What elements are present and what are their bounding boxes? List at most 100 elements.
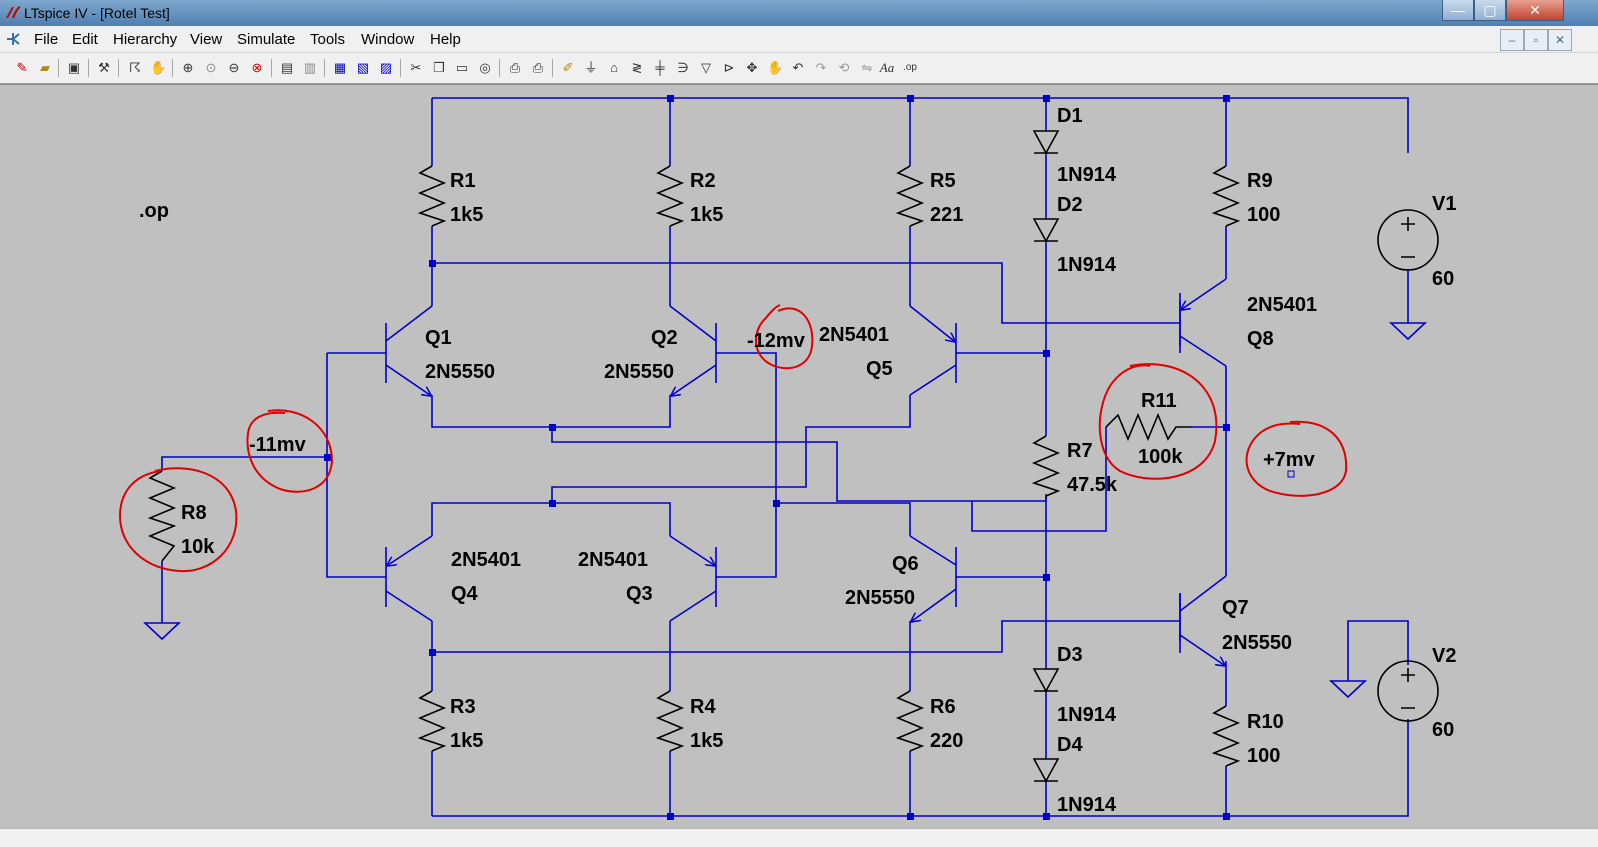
diode-symbols xyxy=(1032,130,1060,783)
r9-value: 100 xyxy=(1247,204,1280,226)
op-directive[interactable]: .op xyxy=(139,200,169,222)
halt-icon[interactable]: ✋ xyxy=(150,60,167,75)
rotate-icon[interactable]: ⟲ xyxy=(838,60,850,75)
r1-ref: R1 xyxy=(450,170,476,192)
drag-icon[interactable]: ✋ xyxy=(767,60,784,75)
minimize-icon: — xyxy=(1451,2,1465,18)
resistor-symbols xyxy=(147,165,1241,767)
schematic-doc-icon[interactable] xyxy=(4,30,22,48)
d2-value: 1N914 xyxy=(1057,254,1117,276)
annotation-circles xyxy=(118,304,1348,573)
q5-value: 2N5401 xyxy=(819,324,889,346)
schematic-canvas[interactable]: .op R1 1k5 R2 1k5 R5 221 R9 100 R3 1k5 R… xyxy=(0,84,1598,829)
junction-dots xyxy=(324,95,1230,820)
mdi-minimize-button[interactable]: – xyxy=(1500,29,1524,51)
print-setup-icon[interactable]: ⎙ xyxy=(509,60,521,75)
zoom-out-icon[interactable]: ⊖ xyxy=(228,60,240,75)
menu-hierarchy[interactable]: Hierarchy xyxy=(113,31,178,48)
r6-ref: R6 xyxy=(930,696,956,718)
menu-view[interactable]: View xyxy=(190,31,223,48)
q8-value: 2N5401 xyxy=(1247,294,1317,316)
close-icon: ✕ xyxy=(1529,1,1541,18)
menu-edit[interactable]: Edit xyxy=(72,31,98,48)
new-schematic-icon[interactable]: ✎ xyxy=(16,60,28,75)
draw-wire-icon[interactable]: ✐ xyxy=(562,60,574,75)
r9-ref: R9 xyxy=(1247,170,1273,192)
transistor-symbols xyxy=(386,278,1226,665)
paste-icon[interactable]: ▭ xyxy=(455,60,469,75)
q2-ref: Q2 xyxy=(651,327,678,349)
r4-ref: R4 xyxy=(690,696,716,718)
cursor-marker xyxy=(1287,470,1295,478)
title-bar: LTspice IV - [Rotel Test] — ▢ ✕ xyxy=(0,0,1598,26)
r1-value: 1k5 xyxy=(450,204,483,226)
v1-value: 60 xyxy=(1432,268,1454,290)
zoom-pan-icon[interactable]: ⊙ xyxy=(205,60,217,75)
diode-tool-icon[interactable]: ▽ xyxy=(701,60,711,75)
minimize-button[interactable]: — xyxy=(1442,0,1474,21)
d3-value: 1N914 xyxy=(1057,704,1117,726)
menu-bar: File Edit Hierarchy View Simulate Tools … xyxy=(0,26,1598,53)
toolbar: ✎ ▰ ▣ ⚒ ☈ ✋ ⊕ ⊙ ⊖ ⊗ ▤ ▥ ▦ ▧ ▨ ✂ ❐ ▭ ◎ ⎙ … xyxy=(0,53,1598,84)
mirror-icon[interactable]: ⇋ xyxy=(861,60,873,75)
close-button[interactable]: ✕ xyxy=(1506,0,1564,21)
cut-icon[interactable]: ✂ xyxy=(410,60,422,75)
zoom-fit-icon[interactable]: ⊗ xyxy=(251,60,263,75)
close-all-icon[interactable]: ▨ xyxy=(379,60,393,75)
r7-value: 47.5k xyxy=(1067,474,1118,496)
r10-value: 100 xyxy=(1247,745,1280,767)
voltage-annotation-output: +7mv xyxy=(1263,449,1316,471)
find-icon[interactable]: ◎ xyxy=(479,60,491,75)
r2-ref: R2 xyxy=(690,170,716,192)
q4-ref: Q4 xyxy=(451,583,479,605)
q6-ref: Q6 xyxy=(892,553,919,575)
undo-icon[interactable]: ↶ xyxy=(792,60,804,75)
voltage-annotation-input: -11mv xyxy=(249,434,307,456)
schematic-drawing: .op R1 1k5 R2 1k5 R5 221 R9 100 R3 1k5 R… xyxy=(118,95,1456,820)
open-icon[interactable]: ▰ xyxy=(40,60,50,75)
r5-value: 221 xyxy=(930,204,963,226)
mdi-close-button[interactable]: ✕ xyxy=(1548,29,1572,51)
copy-icon[interactable]: ❐ xyxy=(433,60,445,75)
print-icon[interactable]: ⎙ xyxy=(532,60,544,75)
inductor-tool-icon[interactable]: ∋ xyxy=(677,60,689,75)
cascade-icon[interactable]: ▥ xyxy=(303,60,317,75)
resistor-tool-icon[interactable]: ≷ xyxy=(631,60,643,75)
ltspice-logo-icon xyxy=(6,6,21,19)
q2-value: 2N5550 xyxy=(604,361,674,383)
menu-window[interactable]: Window xyxy=(361,31,415,48)
horizontal-tile-icon[interactable]: ▦ xyxy=(333,60,347,75)
menu-simulate[interactable]: Simulate xyxy=(237,31,296,48)
menu-tools[interactable]: Tools xyxy=(310,31,346,48)
save-icon[interactable]: ▣ xyxy=(67,60,81,75)
spice-directive-icon[interactable]: .op xyxy=(903,62,917,73)
control-panel-icon[interactable]: ⚒ xyxy=(98,60,110,75)
capacitor-tool-icon[interactable]: ╪ xyxy=(655,60,665,75)
q8-ref: Q8 xyxy=(1247,328,1274,350)
mdi-restore-button[interactable]: ▫ xyxy=(1524,29,1548,51)
text-tool-icon[interactable]: Aa xyxy=(879,60,895,75)
maximize-button[interactable]: ▢ xyxy=(1474,0,1506,21)
voltage-source-symbols xyxy=(1377,209,1439,722)
r8-ref: R8 xyxy=(181,502,207,524)
menu-file[interactable]: File xyxy=(34,31,59,48)
mdi-minimize-icon: – xyxy=(1508,33,1516,47)
zoom-in-icon[interactable]: ⊕ xyxy=(182,60,194,75)
wires xyxy=(161,97,1409,817)
vertical-tile-icon[interactable]: ▧ xyxy=(356,60,370,75)
component-tool-icon[interactable]: ⊳ xyxy=(723,60,735,75)
label-net-icon[interactable]: ⌂ xyxy=(610,60,618,75)
window-title: LTspice IV - [Rotel Test] xyxy=(24,5,170,21)
r6-value: 220 xyxy=(930,730,963,752)
d4-ref: D4 xyxy=(1057,734,1083,756)
menu-help[interactable]: Help xyxy=(430,31,461,48)
redo-icon[interactable]: ↷ xyxy=(815,60,827,75)
status-bar xyxy=(0,828,1598,847)
ground-tool-icon[interactable]: ⏚ xyxy=(584,60,598,75)
q1-value: 2N5550 xyxy=(425,361,495,383)
move-icon[interactable]: ✥ xyxy=(746,60,758,75)
r2-value: 1k5 xyxy=(690,204,723,226)
run-icon[interactable]: ☈ xyxy=(129,60,141,75)
tile-icon[interactable]: ▤ xyxy=(280,60,294,75)
q6-value: 2N5550 xyxy=(845,587,915,609)
